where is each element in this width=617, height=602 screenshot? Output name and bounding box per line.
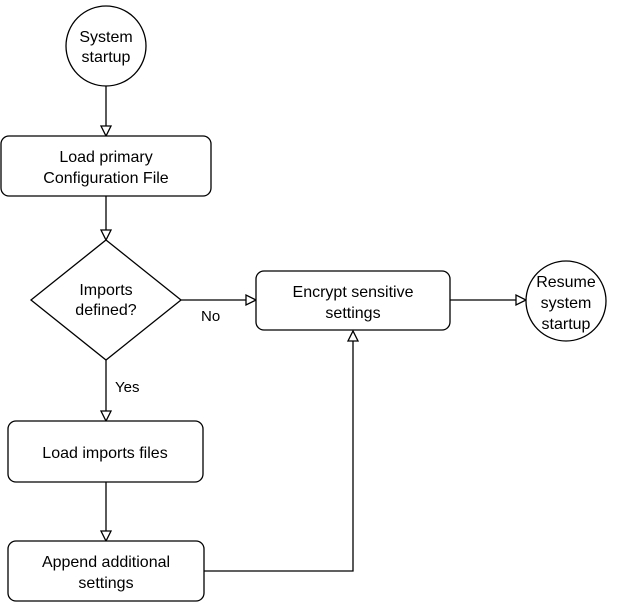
edge-decision-to-encrypt: [181, 293, 258, 307]
edge-label-no: No: [201, 308, 220, 325]
node-load-imports-files: Load imports files: [7, 420, 204, 483]
node-system-startup-line2: startup: [82, 49, 131, 66]
edge-load-imports-to-append: [99, 482, 113, 543]
node-system-startup: System startup: [65, 5, 147, 87]
node-resume-line1: Resume: [536, 274, 596, 291]
node-append-line1: Append additional: [42, 554, 170, 571]
node-imports-defined-line2: defined?: [75, 302, 136, 319]
node-resume-line2: system: [541, 295, 592, 312]
node-encrypt-line2: settings: [325, 305, 380, 322]
node-resume-line3: startup: [542, 316, 591, 333]
edge-append-to-encrypt: [204, 329, 360, 572]
edge-startup-to-load-primary: [99, 86, 113, 138]
edge-decision-to-load-imports: [99, 360, 113, 423]
node-load-primary-config-line2: Configuration File: [43, 170, 169, 187]
edge-encrypt-to-resume: [450, 293, 528, 307]
node-load-primary-config: Load primary Configuration File: [0, 135, 212, 197]
node-system-startup-line1: System: [79, 29, 132, 46]
node-append-additional-settings: Append additional settings: [7, 540, 205, 602]
node-append-line2: settings: [78, 575, 133, 592]
edge-load-primary-to-decision: [99, 196, 113, 242]
node-resume-system-startup: Resume system startup: [525, 260, 607, 342]
node-encrypt-sensitive-settings: Encrypt sensitive settings: [255, 270, 451, 331]
node-encrypt-line1: Encrypt sensitive: [293, 284, 414, 301]
node-imports-defined-line1: Imports: [79, 282, 132, 299]
edge-label-yes: Yes: [115, 379, 139, 396]
node-imports-defined-decision: Imports defined?: [29, 239, 183, 361]
node-load-imports-line1: Load imports files: [42, 445, 167, 462]
node-load-primary-config-line1: Load primary: [59, 149, 152, 166]
